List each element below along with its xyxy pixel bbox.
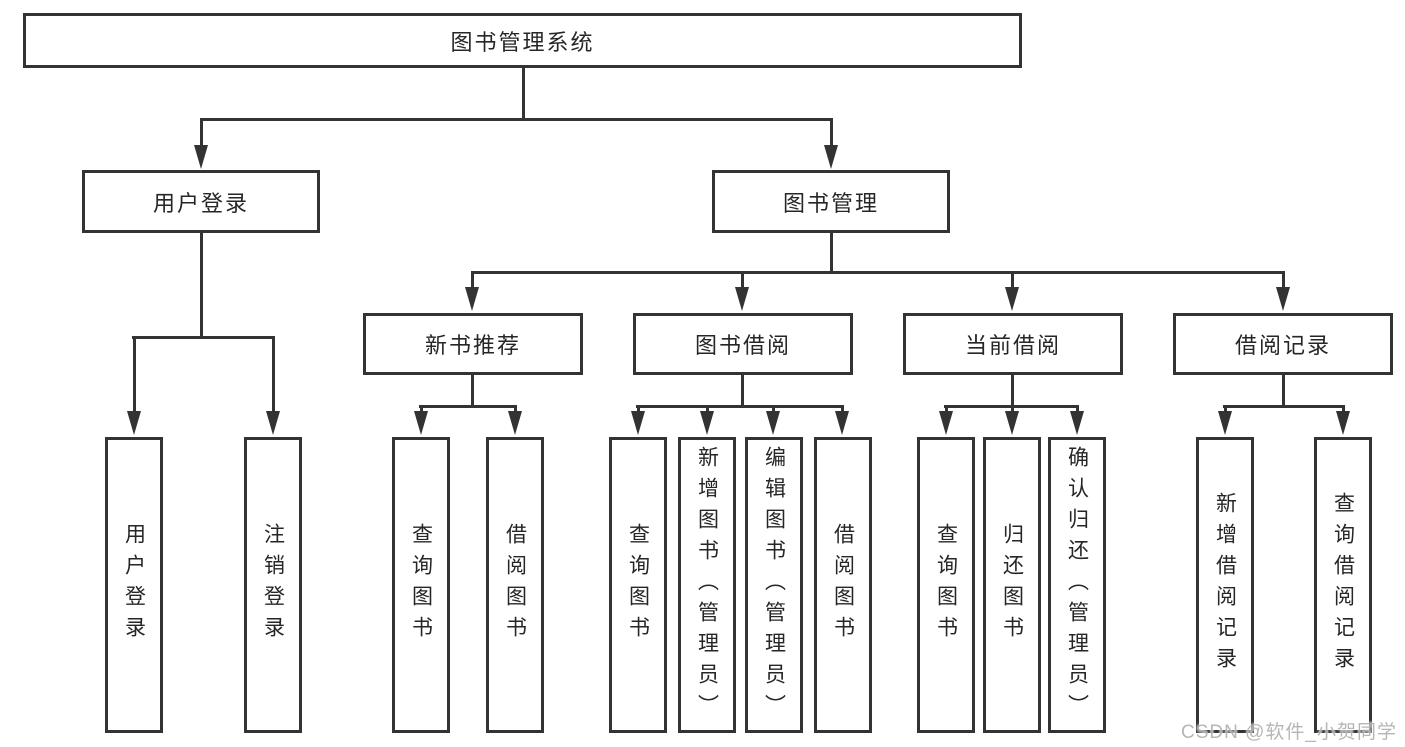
node-current-borrow-label: 当前借阅 <box>964 333 1061 358</box>
connector-to-leaf-logout <box>272 336 275 413</box>
connector-current-borrow-stem <box>1011 375 1014 408</box>
leaf-borrow-books-2: 借阅图书 <box>814 437 872 733</box>
connector-book-borrow-stem <box>741 375 744 408</box>
connector-to-borrow-record <box>1282 271 1285 289</box>
arrow-down-icon <box>824 145 838 169</box>
connector-leaf-stem <box>420 405 423 413</box>
connector-to-current-borrow <box>1011 271 1014 289</box>
leaf-label: 新增借阅记录 <box>1213 492 1237 678</box>
connector-to-book-borrow <box>741 271 744 289</box>
node-new-book-rec-label: 新书推荐 <box>424 333 521 358</box>
arrow-down-icon <box>465 287 479 311</box>
node-book-mgmt-label: 图书管理 <box>782 190 879 216</box>
leaf-label: 归还图书 <box>1000 523 1024 647</box>
leaf-query-books-3: 查询图书 <box>917 437 975 733</box>
arrow-down-icon <box>508 411 522 435</box>
leaf-label: 查询图书 <box>934 523 958 647</box>
arrow-down-icon <box>1218 411 1232 435</box>
leaf-query-books-1: 查询图书 <box>392 437 450 733</box>
connector-leaf-stem <box>1076 405 1079 413</box>
connector-root-split <box>200 118 833 121</box>
arrow-down-icon <box>1336 411 1350 435</box>
arrow-down-icon <box>1005 411 1019 435</box>
node-borrow-record: 借阅记录 <box>1173 313 1393 375</box>
node-user-login: 用户登录 <box>82 170 320 233</box>
arrow-down-icon <box>1070 411 1084 435</box>
connector-user-login-split <box>132 336 275 339</box>
leaf-label: 查询借阅记录 <box>1331 492 1355 678</box>
leaf-query-books-2: 查询图书 <box>609 437 667 733</box>
arrow-down-icon <box>1276 287 1290 311</box>
connector-leaf-stem <box>945 405 948 413</box>
leaf-logout: 注销登录 <box>244 437 302 733</box>
leaf-label: 借阅图书 <box>831 523 855 647</box>
connector-user-login-stem <box>200 233 203 339</box>
leaf-confirm-return-admin: 确认归还（管理员） <box>1048 437 1106 733</box>
connector-borrow-record-stem <box>1282 375 1285 408</box>
connector-new-book-rec-stem <box>471 375 474 408</box>
node-book-borrow-label: 图书借阅 <box>694 333 791 358</box>
csdn-watermark: CSDN @软件_小贺同学 <box>1181 722 1397 743</box>
arrow-down-icon <box>631 411 645 435</box>
connector-leaf-stem <box>1224 405 1227 413</box>
leaf-label: 借阅图书 <box>503 523 527 647</box>
leaf-label: 新增图书（管理员） <box>695 445 719 725</box>
connector-book-mgmt-stem <box>830 233 833 274</box>
node-book-borrow: 图书借阅 <box>633 313 853 375</box>
connector-new-book-rec-split <box>419 405 517 408</box>
connector-book-borrow-split <box>636 405 844 408</box>
node-borrow-record-label: 借阅记录 <box>1234 333 1331 358</box>
connector-to-book-mgmt <box>830 118 833 147</box>
node-root: 图书管理系统 <box>23 13 1022 68</box>
node-new-book-rec: 新书推荐 <box>363 313 583 375</box>
connector-leaf-stem <box>1342 405 1345 413</box>
arrow-down-icon <box>766 411 780 435</box>
arrow-down-icon <box>194 145 208 169</box>
connector-leaf-stem <box>514 405 517 413</box>
connector-book-mgmt-split <box>471 271 1285 274</box>
leaf-add-books-admin: 新增图书（管理员） <box>678 437 736 733</box>
leaf-edit-books-admin: 编辑图书（管理员） <box>745 437 803 733</box>
leaf-label: 注销登录 <box>261 523 285 647</box>
arrow-down-icon <box>266 411 280 435</box>
node-root-label: 图书管理系统 <box>450 29 595 55</box>
connector-leaf-stem <box>841 405 844 413</box>
connector-leaf-stem <box>772 405 775 413</box>
leaf-query-borrow-record: 查询借阅记录 <box>1314 437 1372 733</box>
node-book-mgmt: 图书管理 <box>712 170 950 233</box>
connector-to-leaf-user-login <box>133 336 136 413</box>
leaf-label: 确认归还（管理员） <box>1065 445 1089 725</box>
node-current-borrow: 当前借阅 <box>903 313 1123 375</box>
arrow-down-icon <box>939 411 953 435</box>
leaf-label: 查询图书 <box>409 523 433 647</box>
leaf-label: 用户登录 <box>122 523 146 647</box>
connector-to-new-book-rec <box>471 271 474 289</box>
connector-borrow-record-split <box>1223 405 1345 408</box>
leaf-user-login: 用户登录 <box>105 437 163 733</box>
leaf-borrow-books-1: 借阅图书 <box>486 437 544 733</box>
connector-root-stem <box>522 68 525 120</box>
leaf-add-borrow-record: 新增借阅记录 <box>1196 437 1254 733</box>
connector-to-user-login <box>200 118 203 147</box>
connector-leaf-stem <box>1011 405 1014 413</box>
leaf-return-books: 归还图书 <box>983 437 1041 733</box>
arrow-down-icon <box>835 411 849 435</box>
connector-leaf-stem <box>637 405 640 413</box>
leaf-label: 查询图书 <box>626 523 650 647</box>
arrow-down-icon <box>700 411 714 435</box>
arrow-down-icon <box>414 411 428 435</box>
connector-leaf-stem <box>706 405 709 413</box>
arrow-down-icon <box>127 411 141 435</box>
arrow-down-icon <box>735 287 749 311</box>
node-user-login-label: 用户登录 <box>152 190 249 216</box>
arrow-down-icon <box>1005 287 1019 311</box>
leaf-label: 编辑图书（管理员） <box>762 445 786 725</box>
